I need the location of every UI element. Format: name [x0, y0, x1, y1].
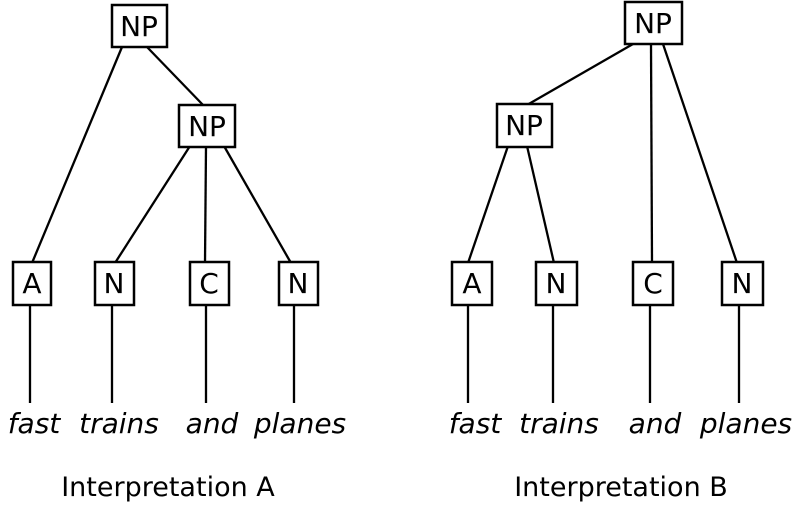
node-box-root-np [623, 0, 684, 46]
node-label-inner-np: NP [188, 110, 226, 143]
node-box-leaf-c [188, 260, 231, 307]
word-trains: trains [79, 407, 159, 440]
edge-innerB-to-leafA [466, 145, 510, 264]
word-and: and [186, 407, 239, 440]
node-label-leaf-n2: N [288, 267, 309, 300]
word-and: and [629, 407, 682, 440]
node-label-leaf-c: C [199, 267, 219, 300]
node-box-leaf-n2 [277, 260, 320, 307]
node-label-leaf-a: A [22, 267, 41, 300]
edge-innerB-to-leafN1 [525, 145, 556, 264]
word-fast: fast [8, 407, 62, 440]
node-label-root-np: NP [120, 10, 158, 43]
word-trains: trains [519, 407, 599, 440]
node-box-leaf-n1 [93, 260, 136, 307]
word-planes: planes [253, 407, 346, 440]
node-label-leaf-n1: N [546, 267, 567, 300]
node-box-root-np [110, 3, 169, 49]
edge-innerA-to-leafC [203, 145, 208, 264]
node-box-inner-np [495, 102, 554, 149]
node-label-root-np: NP [634, 7, 672, 40]
word-planes: planes [699, 407, 792, 440]
edge-rootA-to-leafA [30, 46, 124, 264]
node-box-leaf-c [631, 260, 675, 307]
edge-innerA-to-leafN1 [114, 145, 191, 264]
tree-interpretation-a: NP NP A N C N fast trains and planes Int… [8, 3, 346, 503]
caption-interpretation-a: Interpretation A [61, 472, 275, 503]
edge-rootA-to-innerNP [146, 46, 205, 107]
caption-interpretation-b: Interpretation B [514, 472, 728, 503]
edge-innerA-to-leafN2 [223, 145, 292, 264]
node-label-leaf-a: A [462, 267, 481, 300]
node-box-leaf-a [450, 260, 494, 307]
edge-rootB-to-leafC [649, 43, 654, 264]
edge-rootB-to-innerNP [526, 43, 634, 106]
node-box-leaf-a [11, 260, 53, 307]
node-box-leaf-n1 [534, 260, 579, 307]
tree-interpretation-b: NP NP A N C N fast trains and planes Int… [449, 0, 792, 503]
node-label-leaf-n2: N [732, 267, 753, 300]
node-label-inner-np: NP [505, 109, 543, 142]
word-fast: fast [449, 407, 503, 440]
node-label-leaf-c: C [643, 267, 663, 300]
node-box-inner-np [177, 103, 237, 149]
node-box-leaf-n2 [720, 260, 765, 307]
node-label-leaf-n1: N [104, 267, 125, 300]
edge-rootB-to-leafN2 [661, 43, 739, 264]
